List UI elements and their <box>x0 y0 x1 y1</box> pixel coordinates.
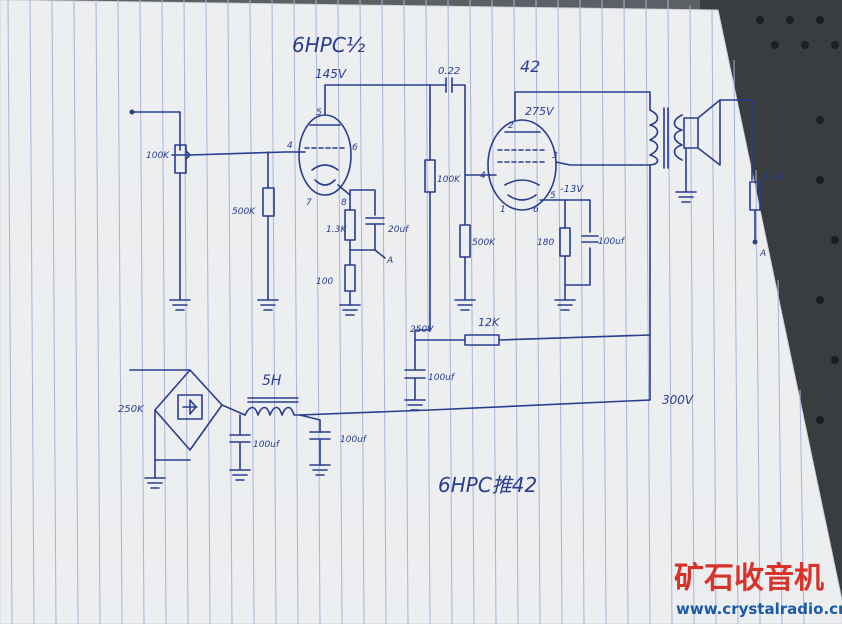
b-plus-rail <box>299 334 651 416</box>
tube2-pin2: 2 <box>508 121 514 131</box>
grid-res2-label: 500K <box>472 238 496 248</box>
tube1-pin4: 4 <box>287 141 293 151</box>
feedback-res-label: 3.3K <box>762 172 786 183</box>
grid-res1-label: 500K <box>232 207 256 217</box>
tube1-pin6: 6 <box>352 143 358 153</box>
filter-cap3-label: 100uf <box>428 373 456 383</box>
tube1-pin7: 7 <box>306 198 312 208</box>
tube2-pin6: 6 <box>533 205 539 215</box>
tube2-pin5: 5 <box>550 191 556 201</box>
choke-label: 5H <box>262 373 282 389</box>
ruled-lines <box>7 0 805 624</box>
input-potentiometer <box>129 109 286 311</box>
watermark-url: www.crystalradio.cn <box>676 600 842 618</box>
grid-resistor-1 <box>257 151 279 311</box>
tube2-pin1: 1 <box>500 205 506 215</box>
tube1-pin8: 8 <box>341 198 347 208</box>
title-top: 6HPC½ <box>292 33 366 57</box>
filter-cap1-label: 100uf <box>253 440 281 450</box>
cathode-cap1-label: 20uf <box>388 225 410 235</box>
watermark-cn: 矿石收音机 <box>674 561 824 596</box>
cathode-network-2 <box>539 199 599 311</box>
output-transformer <box>649 107 683 401</box>
tube2-name: 42 <box>520 57 540 76</box>
drop-res-label: 12K <box>478 316 500 329</box>
b-plus-2-label: 250V <box>410 325 434 335</box>
tube1-pin5: 5 <box>316 108 322 118</box>
grid-resistor-2 <box>454 174 491 311</box>
tube2-symbol <box>487 91 651 211</box>
cathode-res1b-label: 100 <box>316 277 333 287</box>
tube1-voltage: 145V <box>315 67 347 81</box>
plate-res1-label: 100K <box>437 175 461 185</box>
b-plus-main-label: 300V <box>662 393 694 407</box>
tube2-cathode-voltage: -13V <box>560 184 584 195</box>
tube2-pin3: 3 <box>552 151 558 161</box>
grille-holes <box>756 16 839 424</box>
transformer-label: 250K <box>118 404 145 415</box>
title-bottom: 6HPC推42 <box>438 473 537 497</box>
tube2-pin4: 4 <box>480 171 486 181</box>
cathode-res1-label: 1.3K <box>326 225 347 235</box>
tube2-voltage: 275V <box>525 105 555 118</box>
speaker-symbol <box>675 99 753 203</box>
cathode-cap2-label: 100uf <box>598 237 626 247</box>
rectifier-bridge <box>129 369 246 489</box>
filter-cap2-label: 100uf <box>340 435 368 445</box>
plate-load-1 <box>414 77 466 346</box>
cathode-res2-label: 180 <box>537 238 554 248</box>
choke-filter <box>229 397 331 481</box>
pot-label: 100K <box>146 151 170 161</box>
feedback-resistor <box>749 181 761 245</box>
coupling-cap-label: 0.22 <box>438 66 460 77</box>
tube1-symbol <box>284 84 431 196</box>
node-a2-label: A <box>759 249 766 259</box>
cathode-network-1 <box>339 189 386 316</box>
node-a1-label: A <box>386 256 393 266</box>
